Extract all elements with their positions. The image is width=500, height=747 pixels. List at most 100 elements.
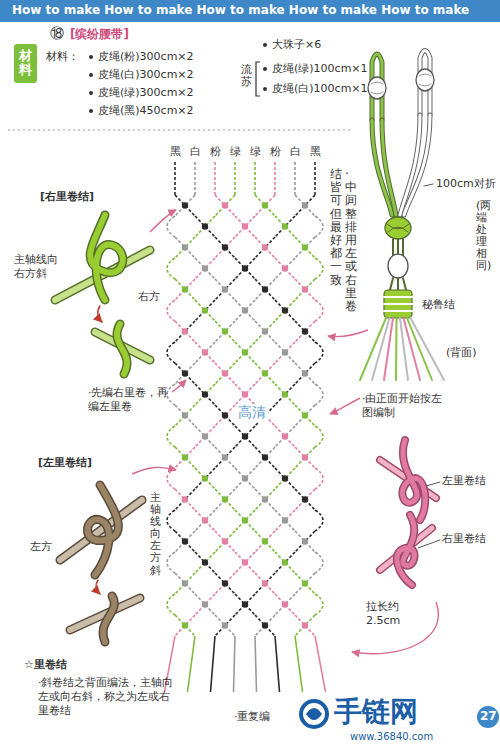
knot-dot [202, 265, 208, 271]
knot-dot [242, 433, 248, 439]
divider [8, 130, 350, 131]
knot-dot [302, 454, 308, 460]
cord [215, 615, 235, 636]
cord [235, 300, 255, 321]
knot-dot [182, 580, 188, 586]
cord [195, 426, 215, 447]
fringe [234, 636, 236, 692]
knot-dot [182, 202, 188, 208]
knot-dot [202, 391, 208, 397]
note-column: ·中间整排用左或右里卷 [345, 168, 357, 313]
cord-color: 白 [188, 145, 202, 159]
cord [295, 363, 315, 384]
knot-dot [282, 517, 288, 523]
knot-dot [222, 244, 228, 250]
cord [255, 195, 275, 216]
note: 主轴线向右方斜 [14, 253, 62, 281]
material-item: 皮绳(粉)300cm×2 [98, 50, 194, 64]
header-text: How to make How to make How to make How … [12, 3, 469, 18]
knot-dot [242, 559, 248, 565]
cord [275, 342, 295, 363]
note: 右方 [138, 290, 160, 304]
vertical-note: ·中间整排用左或右里卷结皆可，但最好都一致 [330, 168, 357, 313]
cord [175, 405, 195, 426]
cord-loop [315, 552, 323, 573]
cord [215, 195, 235, 216]
knot-dot [262, 286, 268, 292]
cord [235, 594, 255, 615]
note: 秘鲁结 [422, 298, 455, 312]
knot-dot [242, 307, 248, 313]
knot-dot [262, 454, 268, 460]
cord-loop [315, 594, 323, 615]
knot-dot [302, 202, 308, 208]
cord [275, 426, 295, 447]
knot-dot [242, 391, 248, 397]
knot-name: 右里卷结 [442, 532, 486, 546]
knot-dot [182, 328, 188, 334]
cord-loop [167, 468, 175, 489]
knot-dot [222, 496, 228, 502]
cord [175, 363, 195, 384]
cord [255, 279, 275, 300]
cord [235, 384, 255, 405]
knot-dot [202, 307, 208, 313]
knot-dot [262, 244, 268, 250]
cord [295, 531, 315, 552]
material-item: 皮绳(绿)300cm×2 [98, 86, 194, 100]
bullets [89, 43, 267, 113]
cord [235, 468, 255, 489]
pink-knot-drawing [380, 440, 440, 585]
knot-dot [242, 223, 248, 229]
cord [255, 363, 275, 384]
knot-name: 左里卷结 [442, 474, 486, 488]
note: ·重复编 [232, 710, 273, 724]
cord [215, 363, 235, 384]
cord [275, 552, 295, 573]
knot-dot [242, 475, 248, 481]
cord [215, 279, 235, 300]
knot-dot [242, 517, 248, 523]
material-tag: 材料 [14, 44, 37, 83]
note: 主轴线向左方斜 [150, 492, 161, 577]
knot-dot [262, 622, 268, 628]
knot-dot [262, 538, 268, 544]
note: ·斜卷结之背面编法，主轴向左或向右斜，称之为左或右里卷结 [38, 676, 178, 717]
section-title: [右里卷结] [40, 190, 94, 204]
cord [235, 216, 255, 237]
cord-loop [315, 384, 323, 405]
cord [175, 195, 195, 216]
cord [195, 468, 215, 489]
cord [295, 489, 315, 510]
cord [274, 162, 276, 195]
fringe [211, 636, 216, 692]
title-text: [缤纷腰带] [70, 27, 129, 42]
knot-dot [182, 538, 188, 544]
note: (背面) [446, 346, 477, 360]
knot-dot [202, 349, 208, 355]
cord [175, 279, 195, 300]
cord [175, 363, 195, 384]
cord [275, 426, 295, 447]
knot-dot [242, 601, 248, 607]
knot-dot [222, 454, 228, 460]
cord [215, 237, 235, 258]
cord-loop [167, 216, 175, 237]
knot-dot [222, 580, 228, 586]
cord [195, 216, 215, 237]
leader-arrows [132, 210, 438, 654]
tag-text: 材料 [19, 49, 32, 78]
knot-dot [302, 538, 308, 544]
cord [295, 363, 315, 384]
cord-loop [315, 426, 323, 447]
cord [295, 237, 315, 258]
page-circle [477, 706, 499, 728]
knot-dot [222, 538, 228, 544]
cord [215, 321, 235, 342]
fringe [295, 636, 303, 692]
cord [275, 342, 295, 363]
fringe [315, 636, 326, 692]
knot-dot [222, 412, 228, 418]
cord [255, 195, 275, 216]
cord [195, 552, 215, 573]
